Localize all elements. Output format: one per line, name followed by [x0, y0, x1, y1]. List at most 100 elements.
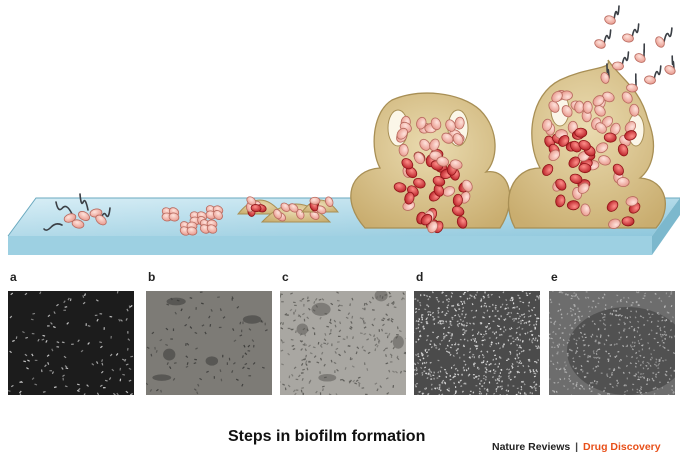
- bacterium-cell: [625, 196, 639, 207]
- bacterium-cell: [566, 200, 580, 211]
- bacterium-cell: [273, 208, 282, 220]
- bacterium-cell: [288, 203, 299, 213]
- bacterium-cell: [634, 53, 646, 63]
- bacterium-cell: [398, 143, 409, 157]
- bacterium-cell: [280, 202, 291, 212]
- bacterium-cell: [582, 100, 593, 114]
- bacterium-cell: [580, 203, 591, 217]
- bacterium-cell: [454, 116, 465, 130]
- bacterium-cell: [548, 149, 561, 162]
- bacterium-cell: [558, 134, 570, 147]
- bacterium-cell: [624, 121, 637, 133]
- stage-3-early-matrix: [236, 196, 340, 223]
- bacterium-cell: [441, 132, 454, 144]
- bacterium-cell: [574, 127, 588, 138]
- flagellum: [55, 201, 73, 215]
- bacterium-cell: [451, 205, 465, 217]
- bacterium-cell: [555, 194, 566, 208]
- bacterium-cell: [578, 139, 591, 151]
- bacterium-cell: [664, 65, 676, 75]
- credit-journal: Drug Discovery: [583, 441, 661, 453]
- bacterium-cell: [578, 163, 592, 174]
- flagellum: [653, 65, 662, 81]
- bacterium-cell: [419, 138, 431, 151]
- bacterium-cell: [309, 196, 321, 205]
- bacterium-cell: [213, 210, 223, 220]
- bacterium-cell: [594, 39, 606, 49]
- flagellum: [79, 193, 89, 211]
- bacterium-cell: [542, 118, 553, 132]
- bacterium-cell: [555, 178, 567, 191]
- micrograph-e: [549, 291, 675, 395]
- bacterium-cell: [624, 130, 637, 141]
- bacterium-cell: [456, 216, 468, 229]
- flagellum: [613, 5, 620, 21]
- bacterium-cell: [595, 122, 607, 134]
- bacterium-cell: [621, 91, 633, 104]
- bacterium-cell: [206, 224, 218, 234]
- credit-publisher: Nature Reviews: [492, 441, 571, 453]
- bacterium-cell: [629, 103, 640, 117]
- bacterium-cell: [608, 218, 621, 229]
- micrograph-c: [280, 291, 406, 395]
- bacterium-cell: [413, 177, 426, 189]
- flagellum: [603, 29, 612, 45]
- bacterium-cell: [548, 100, 560, 113]
- bacterium-cell: [567, 120, 578, 134]
- flagellum: [671, 55, 675, 71]
- flagellum: [663, 27, 673, 43]
- bacterium-cell: [602, 91, 615, 103]
- bacterium-cell: [78, 211, 90, 221]
- bacterium-cell: [324, 196, 334, 207]
- bacterium-cell: [427, 220, 439, 234]
- credit-separator: |: [575, 441, 579, 453]
- bacterium-cell: [401, 158, 414, 170]
- bacterium-cell: [404, 191, 415, 205]
- bacterium-cell: [393, 182, 407, 193]
- bacterium-cell: [452, 193, 463, 207]
- bacterium-cell: [592, 95, 605, 107]
- bacterium-cell: [429, 138, 440, 152]
- micrograph-b: [146, 291, 272, 395]
- bacterium-cell: [569, 173, 583, 184]
- bacterium-cell: [396, 127, 408, 140]
- bacterium-cell: [616, 177, 630, 188]
- panel-label-c: c: [282, 270, 289, 284]
- stage-5-dispersion: [507, 5, 676, 229]
- bacterium-cell: [95, 214, 107, 226]
- bacterium-cell: [436, 156, 450, 167]
- stage-4-maturation: [350, 92, 511, 234]
- bacterium-cell: [449, 159, 463, 170]
- flagellum: [631, 23, 640, 39]
- bacterium-cell: [595, 142, 609, 154]
- bacterium-cell: [606, 200, 619, 212]
- bacterium-cell: [461, 179, 473, 192]
- panel-label-e: e: [551, 270, 558, 284]
- flagellum: [606, 63, 610, 79]
- bacterium-cell: [621, 216, 635, 227]
- bacterium-cell: [603, 132, 617, 143]
- figure-credit: Nature Reviews | Drug Discovery: [492, 441, 661, 453]
- bacterium-cell: [71, 219, 85, 229]
- stage-1-attachment: [43, 193, 111, 231]
- bacterium-cell: [600, 72, 610, 84]
- bacterium-cell: [598, 155, 611, 166]
- biofilm-illustration: [7, 5, 680, 255]
- bacterium-cell: [617, 143, 629, 157]
- micrograph-d: [414, 291, 540, 395]
- bacterium-cell: [168, 212, 180, 222]
- bacterium-cell: [612, 163, 624, 176]
- bacterium-cell: [542, 164, 554, 176]
- bacterium-cell: [413, 152, 425, 165]
- bacterium-cell: [568, 156, 581, 168]
- bacterium-cell: [626, 83, 638, 93]
- bacterium-cell: [622, 33, 634, 43]
- bacterium-cell: [644, 75, 656, 85]
- bacterium-cell: [594, 105, 606, 117]
- figure-caption: Steps in biofilm formation: [228, 428, 426, 445]
- bacterium-cell: [416, 116, 427, 130]
- bacterium-cell: [612, 61, 624, 71]
- flagellum: [621, 51, 630, 67]
- bacterium-cell: [452, 133, 464, 146]
- bacterium-cell: [63, 213, 77, 223]
